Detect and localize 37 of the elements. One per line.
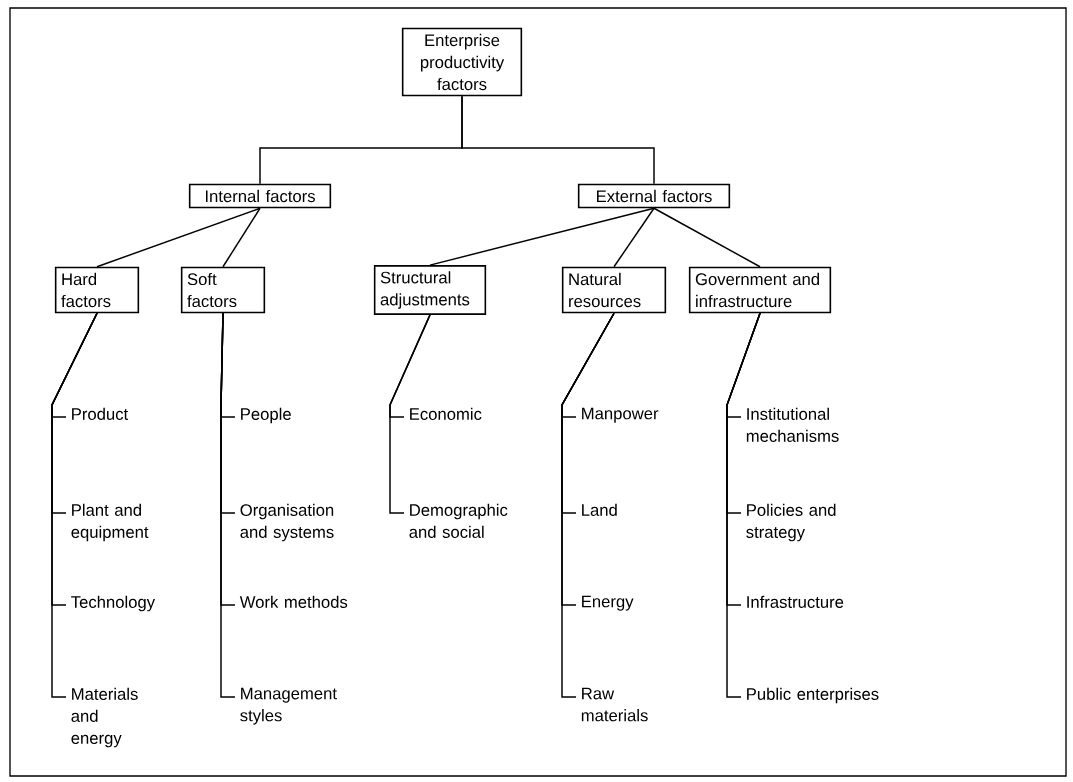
connector-line xyxy=(389,314,431,514)
list-item: Technology xyxy=(71,595,155,612)
connector-line xyxy=(220,312,236,698)
factor-box: Natural resources xyxy=(561,266,667,314)
list-item: Product xyxy=(72,407,129,420)
factor-box: External factors xyxy=(577,183,731,209)
connector-line xyxy=(96,207,261,268)
list-item: Materials and energy xyxy=(71,687,138,748)
list-item: Work methods xyxy=(239,595,348,608)
factor-box: Enterprise productivity factors xyxy=(401,27,523,97)
connector-line xyxy=(461,95,655,185)
list-item: Policies and strategy xyxy=(746,503,836,542)
factor-box: Hard factors xyxy=(54,266,140,314)
list-item: Institutional mechanisms xyxy=(746,407,839,442)
list-item: People xyxy=(241,407,291,424)
factor-box: Internal factors xyxy=(188,183,332,209)
list-item: Economic xyxy=(410,407,482,420)
connector-line xyxy=(653,207,761,268)
connector-line xyxy=(561,312,615,698)
list-item: Energy xyxy=(582,595,634,611)
factor-box: Government and infrastructure xyxy=(688,266,832,314)
factor-box: Soft factors xyxy=(180,266,266,314)
list-item: Plant and equipment xyxy=(71,503,149,542)
connector-line xyxy=(613,207,655,268)
factor-box: Structural adjustments xyxy=(373,265,487,315)
connector-line xyxy=(429,207,655,266)
list-item: Organisation and systems xyxy=(240,503,334,542)
connector-line xyxy=(726,312,761,698)
list-item: Management styles xyxy=(240,687,337,725)
list-item: Land xyxy=(582,503,617,516)
list-item: Manpower xyxy=(582,407,659,423)
list-item: Public enterprises xyxy=(747,687,879,704)
list-item: Raw materials xyxy=(581,687,648,722)
connector-line xyxy=(222,207,261,268)
list-item: Infrastructure xyxy=(747,595,844,608)
list-item: Demographic and social xyxy=(409,503,508,538)
connector-line xyxy=(51,312,98,698)
